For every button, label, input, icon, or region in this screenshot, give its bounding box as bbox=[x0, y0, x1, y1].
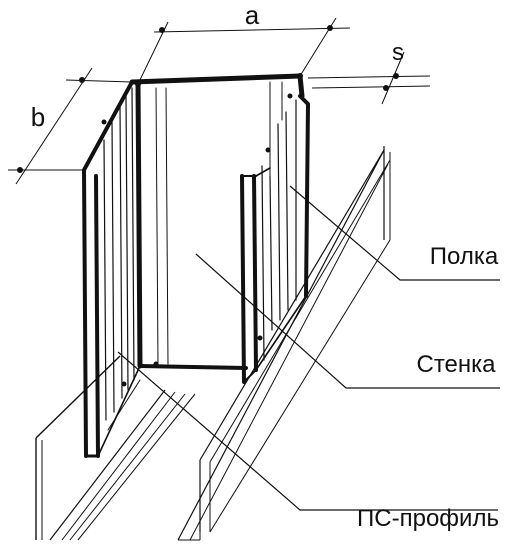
vertical-profile bbox=[82, 73, 310, 458]
callout-ps-profile-leader bbox=[117, 351, 498, 511]
dimension-a-label: a bbox=[245, 0, 260, 30]
dimension-s bbox=[307, 51, 431, 105]
callout-polka-label: Полка bbox=[430, 243, 499, 270]
dimension-s-label: s bbox=[392, 39, 404, 66]
dimension-b-label: b bbox=[31, 102, 45, 132]
callout-polka-leader bbox=[289, 185, 500, 281]
callout-stenka-label: Стенка bbox=[416, 351, 496, 378]
callout-stenka-leader bbox=[195, 253, 500, 389]
dimension-b bbox=[8, 67, 133, 185]
callout-ps-profile-label: ПС-профиль bbox=[357, 505, 499, 532]
dimension-a bbox=[137, 17, 351, 85]
base-rail bbox=[35, 146, 391, 541]
